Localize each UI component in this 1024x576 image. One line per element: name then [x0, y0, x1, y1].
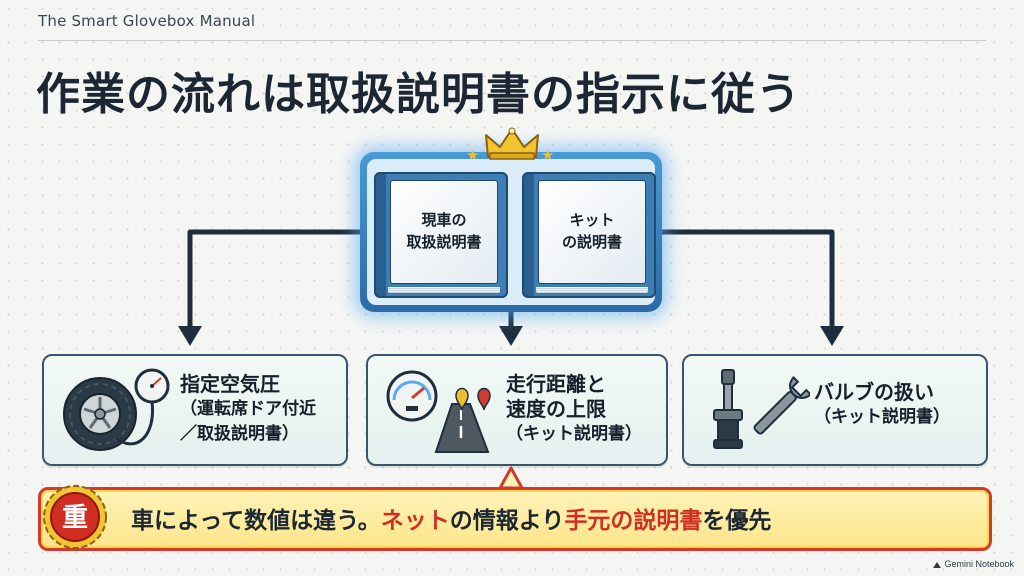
banner-text-part4: 手元の説明書 — [564, 508, 703, 534]
header-divider — [38, 40, 986, 41]
banner-text-part3: の情報より — [449, 508, 565, 534]
card-title-distance-speed: 走行距離と 速度の上限 — [506, 372, 606, 421]
banner-text-part5: を優先 — [702, 508, 772, 534]
card-sub-distance-speed: （キット説明書） — [506, 424, 642, 444]
card-sub-valve: （キット説明書） — [814, 407, 950, 427]
arrowhead-center — [499, 326, 523, 346]
page-title: 作業の流れは取扱説明書の指示に従う — [36, 69, 801, 120]
banner-message: 車によって数値は違う。ネットの情報より手元の説明書を優先 — [131, 501, 771, 535]
seal-label: 重 — [62, 503, 88, 533]
kit-manual-book: キット の説明書 — [522, 172, 656, 298]
header-label: The Smart Glovebox Manual — [38, 12, 256, 30]
tire-pressure-gauge-icon — [63, 368, 170, 451]
sparkle-icon: ★ — [541, 146, 555, 164]
book-label-kit-manual: キット の説明書 — [561, 211, 622, 251]
arrowhead-left — [178, 326, 202, 346]
seal-badge-icon: 重 — [43, 485, 107, 549]
connector-right — [660, 229, 835, 328]
banner-text-part1: 車によって数値は違う。 — [131, 508, 381, 534]
vehicle-owner-manual-book: 現車の 取扱説明書 — [374, 172, 508, 298]
connector-left — [187, 229, 362, 328]
sparkle-icon: ★ — [466, 146, 480, 164]
valve-wrench-icon — [713, 369, 810, 449]
crown-icon — [485, 127, 539, 160]
card-distance-speed-limit: 走行距離と 速度の上限 （キット説明書） — [366, 354, 668, 466]
card-title-valve: バルブの扱い — [814, 380, 934, 404]
card-title-tire-pressure: 指定空気圧 — [180, 372, 280, 396]
footer-brand: Gemini Notebook — [932, 559, 1014, 569]
speedometer-road-icon — [386, 370, 491, 453]
notebook-logo-icon — [932, 561, 941, 568]
important-seal: 重 — [42, 484, 108, 554]
book-label-vehicle-manual: 現車の 取扱説明書 — [406, 211, 482, 251]
arrowhead-right — [820, 326, 844, 346]
footer-brand-label: Gemini Notebook — [944, 559, 1014, 569]
card-sub-tire-pressure: （運転席ドア付近 ／取扱説明書） — [180, 399, 316, 444]
card-tire-pressure: 指定空気圧 （運転席ドア付近 ／取扱説明書） — [42, 354, 348, 466]
priority-warning-banner: 車によって数値は違う。ネットの情報より手元の説明書を優先 — [38, 487, 992, 551]
card-valve-handling: バルブの扱い （キット説明書） — [682, 354, 988, 466]
banner-text-part2: ネット — [380, 508, 450, 534]
